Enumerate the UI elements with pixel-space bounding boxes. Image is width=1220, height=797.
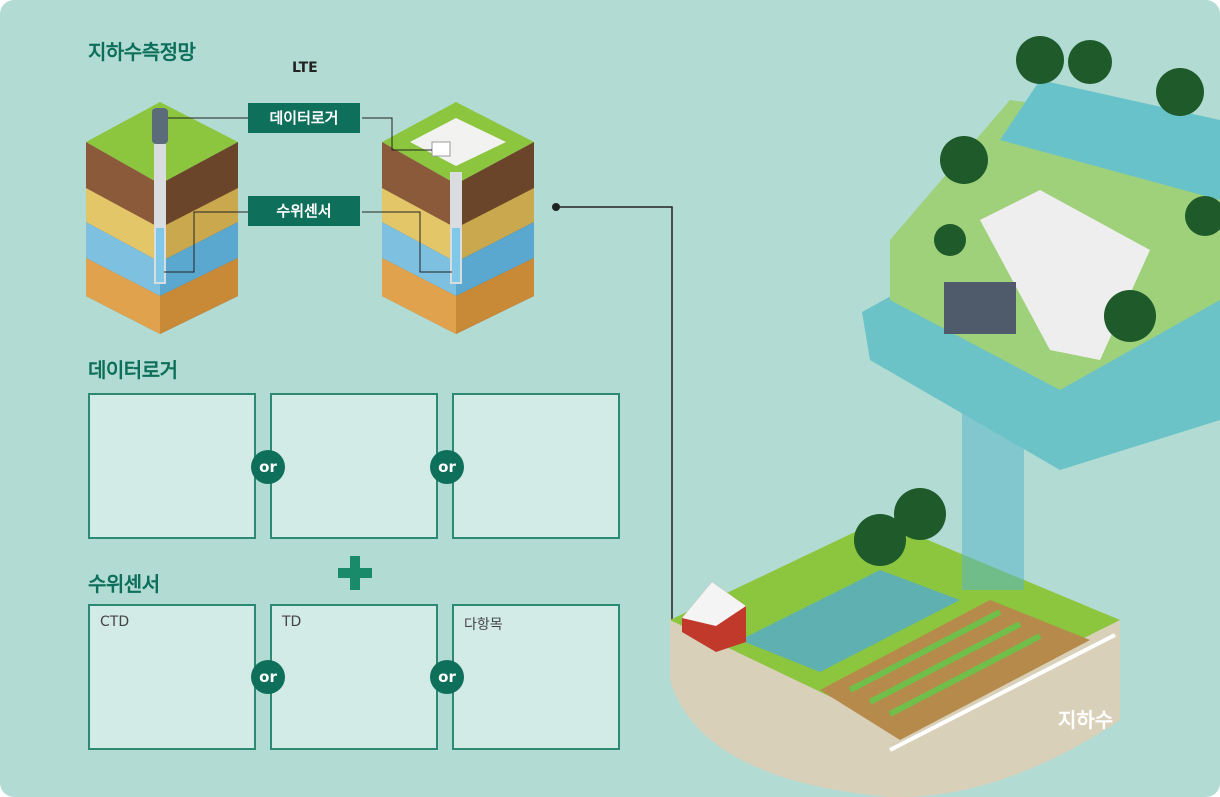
- logger-card-column: [452, 393, 620, 539]
- sensor-card-label: CTD: [100, 614, 130, 630]
- plus-icon: [338, 556, 372, 590]
- or-badge: or: [251, 660, 285, 694]
- ground-block-left: [86, 102, 238, 334]
- logger-card-panel: [270, 393, 438, 539]
- lte-label: LTE: [292, 60, 318, 76]
- sensor-heading: 수위센서: [88, 572, 160, 596]
- logger-heading: 데이터로거: [88, 358, 178, 382]
- callout-sensor-tag: 수위센서: [248, 196, 360, 226]
- groundwater-label: 지하수: [1058, 708, 1114, 732]
- callout-logger-tag: 데이터로거: [248, 103, 360, 133]
- ground-block-right: [382, 102, 534, 334]
- sensor-card-multi: 다항목: [452, 604, 620, 750]
- sensor-card-td: TD: [270, 604, 438, 750]
- sensor-card-label: 다항목: [464, 617, 503, 633]
- or-badge: or: [430, 450, 464, 484]
- or-badge: or: [251, 450, 285, 484]
- landscape: [670, 36, 1220, 797]
- logger-card-handheld: [88, 393, 256, 539]
- sensor-card-label: TD: [282, 614, 302, 630]
- page-title: 지하수측정망: [88, 40, 196, 64]
- or-badge: or: [430, 660, 464, 694]
- sensor-card-ctd: CTD: [88, 604, 256, 750]
- callout-lines: [164, 117, 452, 273]
